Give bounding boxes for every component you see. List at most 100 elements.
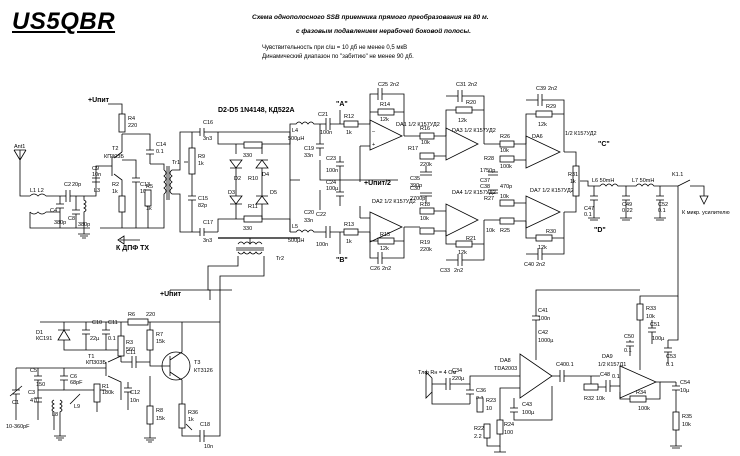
input-stage: Ant1 L1 L2 C2 20p C4 380p L3 C8 380p C9 … [13,97,180,252]
label-ant: Ant1 [14,144,25,150]
value-c41: 100n [538,316,550,322]
label-c43: C43 [522,402,532,408]
label-k1: K1.1 [672,172,683,178]
resistor-r34 [629,395,647,403]
value-r25: 10k [486,228,495,234]
value-r28: 100k [500,164,512,170]
label-r4: R4 [128,116,135,122]
resistor-r20 [455,106,473,114]
resistor-r23 [476,397,484,413]
value-l4: 500µH [288,136,304,142]
resistor-r7 [146,329,154,351]
label-c34: C34 [452,368,462,374]
label-c37: C37 [480,178,490,184]
label-r9: R9 [198,154,205,160]
value-r19: 220k [420,247,432,253]
value-r15: 12k [380,246,389,252]
resistor-r6 [127,318,149,326]
coil-l1-l2 [29,193,47,215]
label-da2: DA2 1/2 К157УД2 [372,199,416,205]
value-c12: 10n [130,398,139,404]
ground-symbols [54,212,682,453]
opamp-da7 [525,195,561,229]
label-point-a: "А" [336,101,348,108]
label-diodes: D2-D5 1N4148, КД522А [218,107,295,114]
label-c31: C31 [456,82,466,88]
value-c3: 470 [30,398,39,404]
value-r36: 1k [188,417,194,423]
ground-icon [654,212,666,221]
label-r31: R31 [568,172,578,178]
label-r21: R21 [466,236,476,242]
value-r29: 12k [538,122,547,128]
label-d4: D4 [262,172,269,178]
resistor-r25 [499,217,515,225]
value-c38: 470p [500,184,512,190]
lowpass-output: R31 1k C47 0.1 L6 50mH C49 0.22 L7 50mH … [564,151,730,310]
label-c19: C19 [304,146,314,152]
ground-icon [54,430,66,441]
resistor-r18 [419,207,435,215]
value-c16: 3n3 [203,136,212,142]
value-c5: 150 [36,382,45,388]
resistor-r12 [343,120,359,128]
label-c1: C1 [12,400,19,406]
diode-d3 [229,195,243,205]
label-r35: R35 [682,414,692,420]
value-c25: 2n2 [390,82,399,88]
value-c13: 10n [140,189,149,195]
value-c40: 2n2 [536,262,545,268]
value-r5: 1k [146,206,152,212]
resistor-r32 [583,383,599,391]
label-c11b: C11 [126,350,136,356]
label-supply-top: +Uпит [88,97,110,104]
value-r23: 10 [486,406,492,412]
opamp-da6 [525,135,561,169]
value-da8: TDA2003 [494,366,517,372]
label-c16: C16 [203,120,213,126]
label-c39: C39 [536,86,546,92]
label-r20: R20 [466,100,476,106]
value-c52: 0.1 [658,208,666,214]
value-c54: 10µ [680,388,690,394]
value-c43: 100µ [522,410,535,416]
arrow-icon [699,195,709,205]
label-phones: Тлф Rн = 4 Ом [418,370,457,376]
label-to-amp: К микр. усилителю [682,210,730,216]
value-r11: 330 [243,226,252,232]
value-r6: 220 [146,312,155,318]
value-r17: 220k [420,162,432,168]
resistor-r26 [499,140,515,148]
label-c49: C49 [622,202,632,208]
value-c2: 20p [72,182,81,188]
value-d1: КС191 [36,336,52,342]
resistor-r19 [419,227,435,235]
callsign-title: US5QBR [12,8,116,35]
value-c49: 0.22 [622,208,633,214]
local-oscillator: +Uпит R6 220 D1 КС191 C10 22µ C11 0.1 R3… [6,256,265,450]
description-line-2: с фазовым подавлением нерабочей боковой … [296,28,471,35]
label-t2: T2 [112,146,118,152]
label-r6: R6 [128,312,135,318]
label-c11: C11 [108,320,118,326]
label-r32: R32 [584,396,594,402]
value-c34: 220µ [452,376,465,382]
resistor-r22 [483,423,491,439]
value-c33: 2n2 [454,268,463,274]
label-r7: R7 [156,332,163,338]
label-d3: D3 [228,190,235,196]
label-c17: C17 [203,220,213,226]
ground-icon [670,440,682,449]
value-r35: 10k [682,422,691,428]
value-c8: 380p [78,222,90,228]
label-c41: C41 [538,308,548,314]
label-c40-amp: C40 [556,362,566,368]
value-t2: КП303Б [104,154,124,160]
label-c15: C15 [198,196,208,202]
label-l6: L6 50mH [592,178,614,184]
opamp-da2 [369,211,403,243]
label-c8: C8 [68,216,75,222]
value-c37: 1750p [480,168,495,174]
value-c6: 68pF [70,380,83,386]
